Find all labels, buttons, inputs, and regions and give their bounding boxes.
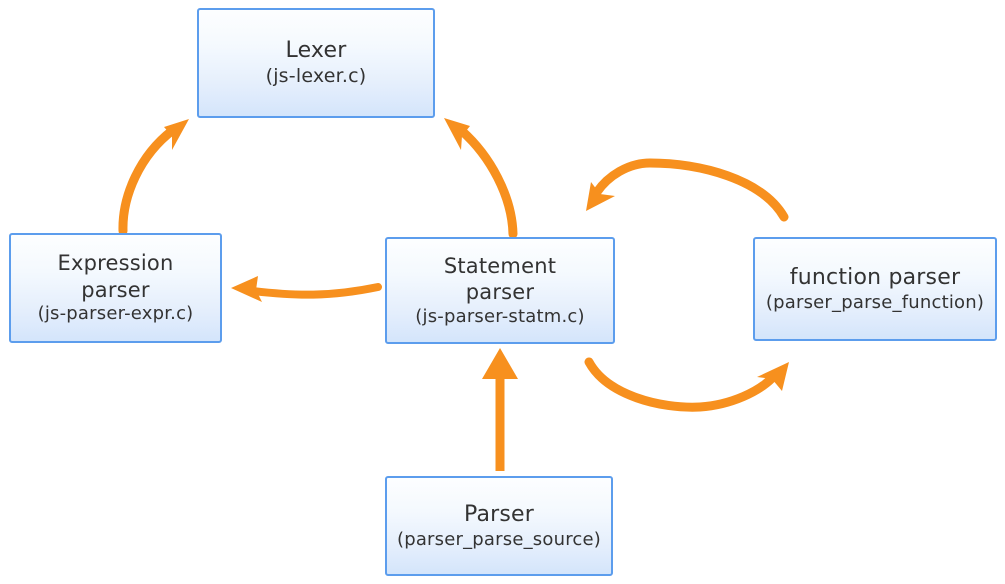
- node-expression-parser-title-line1: Expression: [57, 251, 174, 276]
- node-parser-title: Parser: [463, 501, 535, 527]
- arrow-expression-to-lexer: [118, 119, 189, 236]
- node-lexer-subtitle: (js-lexer.c): [265, 64, 367, 87]
- node-function-parser-subtitle: (parser_parse_function): [765, 291, 985, 313]
- node-parser[interactable]: Parser (parser_parse_source): [385, 476, 613, 576]
- node-function-parser[interactable]: function parser (parser_parse_function): [753, 237, 997, 341]
- arrow-function-to-statement: [586, 158, 789, 222]
- node-expression-parser-title-line2: parser: [81, 277, 150, 302]
- node-statement-parser[interactable]: Statement parser (js-parser-statm.c): [385, 237, 615, 344]
- arrow-statement-to-lexer: [444, 118, 518, 239]
- node-expression-parser[interactable]: Expression parser (js-parser-expr.c): [9, 233, 222, 343]
- node-function-parser-title: function parser: [789, 264, 961, 290]
- arrow-parser-to-statement: [482, 348, 518, 471]
- node-parser-subtitle: (parser_parse_source): [396, 528, 602, 550]
- arrow-statement-to-expression: [231, 276, 382, 302]
- node-statement-parser-subtitle: (js-parser-statm.c): [415, 305, 585, 327]
- arrow-statement-to-function: [584, 357, 789, 412]
- node-lexer[interactable]: Lexer (js-lexer.c): [197, 8, 435, 118]
- node-expression-parser-subtitle: (js-parser-expr.c): [37, 303, 194, 325]
- node-statement-parser-title-line2: parser: [465, 280, 535, 305]
- node-statement-parser-title-line1: Statement: [443, 253, 557, 278]
- node-lexer-title: Lexer: [285, 38, 347, 64]
